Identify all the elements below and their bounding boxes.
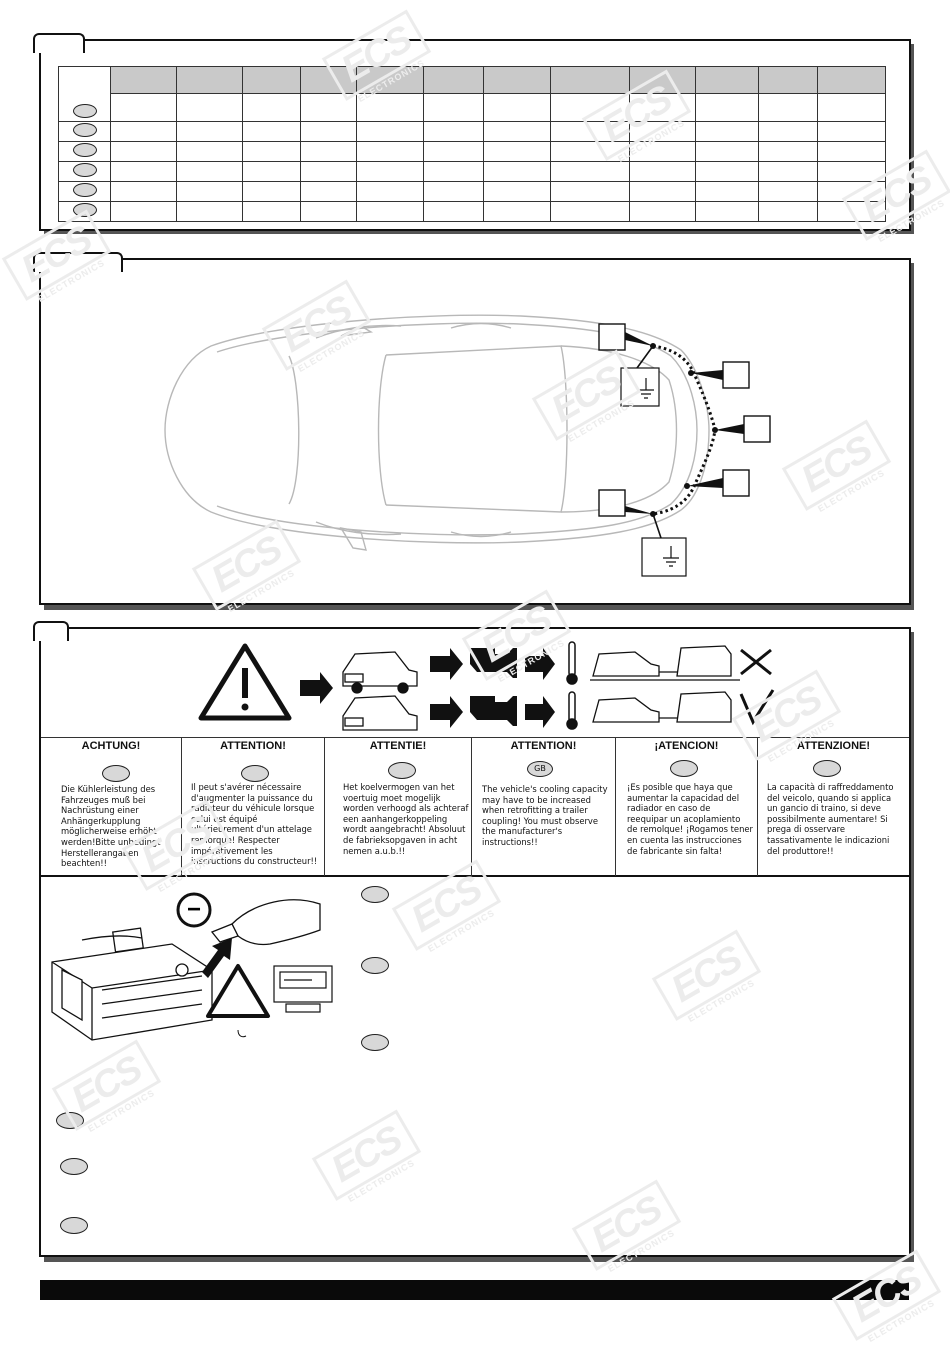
ground-symbol-top [620, 345, 660, 407]
check-icon [739, 689, 775, 726]
lang-title: ATTENTIE! [369, 740, 427, 752]
lang-text: Il peut s'avérer nécessaire d'augmenter … [191, 782, 318, 867]
lang-title: ATTENTION! [510, 740, 577, 752]
lang-column-gb: ATTENTION! GB The vehicle's cooling capa… [472, 738, 616, 876]
lang-column-nl: ATTENTIE! Het koelvermogen van het voert… [325, 738, 472, 876]
watermark-subtitle: ELECTRONICS [866, 1297, 937, 1344]
table-row [58, 161, 886, 182]
table-row [59, 93, 886, 122]
car-front-icon [342, 651, 418, 694]
lang-title: ATTENTION! [220, 740, 286, 752]
car-front-icon [342, 695, 418, 731]
language-flag-oval [60, 1217, 88, 1234]
lang-text: Die Kühlerleistung des Fahrzeuges muß be… [61, 784, 161, 869]
car-with-caravan-icon [592, 691, 732, 723]
connection-dots [650, 343, 718, 517]
language-columns-border [41, 737, 909, 877]
arrow-icon [525, 696, 555, 728]
arrow-icon [300, 672, 333, 704]
lang-column-de: ACHTUNG! Die Kühlerleistung des Fahrzeug… [41, 738, 182, 876]
arrow-icon [430, 648, 463, 680]
section3-tab [33, 621, 69, 641]
language-flag-oval [72, 163, 97, 177]
table-row [58, 121, 886, 142]
spec-table [58, 66, 886, 222]
minus-sign: − [187, 896, 201, 923]
lang-text: La capacità di raffreddamento del veicol… [767, 782, 894, 856]
language-flag-oval [361, 957, 389, 974]
minus-circle-icon: − [176, 892, 212, 928]
leader-line [237, 1029, 247, 1038]
language-flag-oval: GB [527, 761, 553, 777]
language-flag-oval [102, 765, 130, 782]
language-flag-oval [361, 1034, 389, 1051]
battery-icon [51, 927, 213, 1041]
lang-column-fr: ATTENTION! Il peut s'avérer nécessaire d… [182, 738, 325, 876]
lang-column-it: ATTENZIONE! La capacità di raffreddament… [758, 738, 909, 876]
language-flag-oval [72, 183, 97, 197]
table-row [58, 141, 886, 162]
car-body-outline [164, 314, 710, 551]
arrow-icon [525, 648, 555, 680]
engine-icon [470, 696, 517, 726]
warning-triangle-icon [206, 964, 270, 1018]
language-flag-oval [60, 1158, 88, 1175]
lang-text: ¡Es posible que haya que aumentar la cap… [627, 782, 753, 856]
warning-triangle-icon [198, 643, 292, 721]
language-flag-oval [361, 886, 389, 903]
lang-column-es: ¡ATENCION! ¡Es posible que haya que aume… [616, 738, 758, 876]
arrow-up-icon [202, 938, 232, 978]
lang-text: The vehicle's cooling capacity may have … [482, 784, 608, 847]
footer-bar [40, 1280, 909, 1300]
language-flag-oval [388, 762, 416, 779]
lang-title: ¡ATENCION! [654, 740, 719, 752]
section1-tab [33, 33, 85, 53]
engine-icon [470, 648, 517, 678]
section2-tab [33, 252, 123, 272]
language-flag-oval [670, 760, 698, 777]
lang-title: ATTENZIONE! [796, 740, 871, 752]
car-top-view-diagram [164, 314, 771, 577]
language-flag-oval [813, 760, 841, 777]
badge-gb-label: GB [534, 764, 546, 773]
lang-text: Het koelvermogen van het voertuig moet m… [343, 782, 469, 856]
ground-symbol-bottom [641, 513, 687, 577]
table-row [58, 201, 886, 222]
arrow-icon [430, 696, 463, 728]
thermometer-icon [566, 691, 578, 730]
language-flag-oval [56, 1112, 84, 1129]
battery-disconnect-illustration: − [51, 892, 333, 1041]
table-row [58, 181, 886, 202]
language-flag-oval [72, 203, 97, 217]
cooling-warning-pictogram [198, 641, 775, 731]
label-pointers [625, 332, 744, 514]
language-flag-oval [73, 104, 97, 118]
language-flag-oval [72, 143, 97, 157]
radio-display-icon [273, 965, 333, 1013]
car-with-caravan-icon [590, 645, 740, 681]
lang-title: ACHTUNG! [81, 740, 141, 752]
table-header-row [58, 66, 886, 122]
thermometer-icon [566, 641, 578, 685]
hand-icon [210, 899, 321, 946]
section3-frame [39, 627, 911, 1257]
cross-icon [740, 648, 772, 676]
language-flag-oval [72, 123, 97, 137]
language-flag-oval [241, 765, 269, 782]
